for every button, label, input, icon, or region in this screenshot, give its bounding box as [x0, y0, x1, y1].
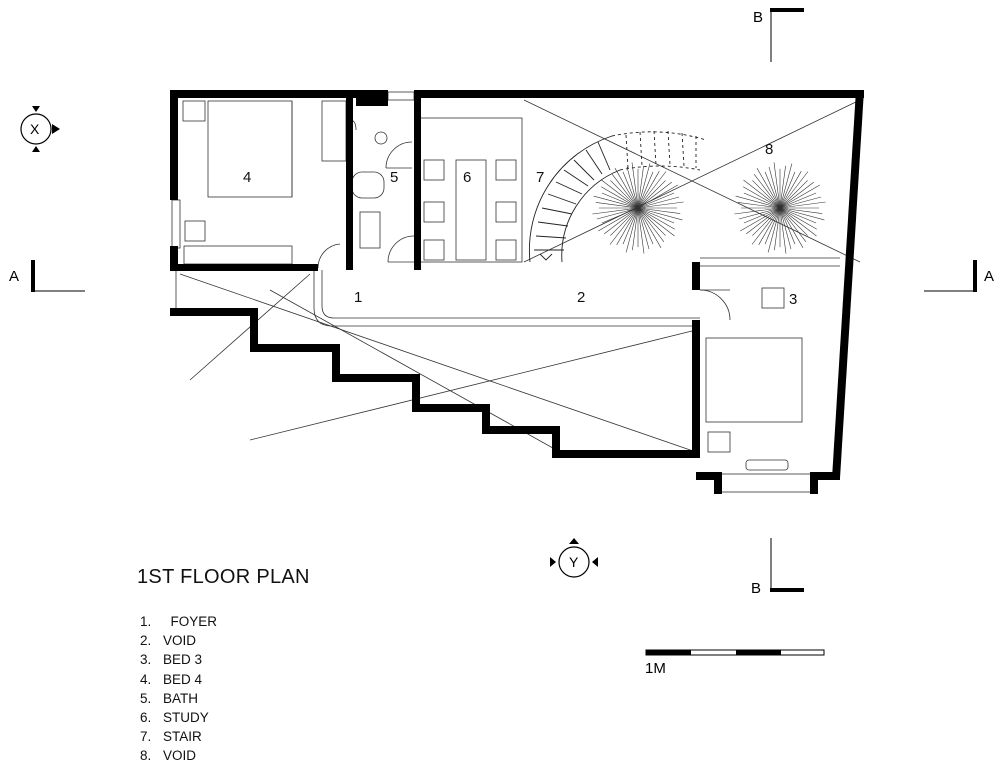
legend-item-label: BATH: [163, 690, 199, 706]
axis-marker-x: X: [20, 106, 60, 152]
legend-item-number: 4.: [140, 671, 152, 687]
legend-item: 8. VOID: [140, 746, 217, 765]
tree-icon: [734, 162, 826, 254]
section-marker-b-top: B: [753, 8, 804, 62]
room-number-study: 6: [463, 169, 471, 186]
legend-item-label: STAIR: [163, 729, 202, 745]
room-numbers: 4 5 6 7 8 1 2 3: [243, 141, 797, 308]
legend-item-label: VOID: [163, 633, 197, 649]
legend-item-number: 5.: [140, 690, 152, 706]
room-number-void-corridor: 2: [577, 289, 585, 306]
legend-item-label: VOID: [163, 748, 197, 764]
walls: [170, 90, 864, 494]
svg-text:Y: Y: [569, 554, 579, 570]
legend-item: 4. BED 4: [140, 670, 217, 689]
section-marker-a-left: A: [9, 260, 85, 292]
section-marker-b-bottom: B: [751, 538, 804, 597]
legend-item: 3. BED 3: [140, 650, 217, 669]
legend-item-label: BED 3: [163, 652, 203, 668]
axis-marker-y: Y: [550, 538, 598, 578]
legend-item: 5. BATH: [140, 689, 217, 708]
legend-item-number: 1.: [140, 614, 152, 629]
legend-item-number: 6.: [140, 710, 152, 726]
scale-label: 1M: [645, 660, 666, 677]
legend-item-number: 3.: [140, 652, 152, 668]
legend-item: 6. STUDY: [140, 708, 217, 727]
stair-drawing: [528, 130, 707, 263]
legend-item: 1. FOYER: [140, 612, 217, 631]
svg-text:B: B: [751, 580, 761, 597]
tree-icon: [592, 162, 684, 254]
room-legend: 1. FOYER 2. VOID 3. BED 3 4. BED 4 5. BATH 6. STUD…: [140, 612, 217, 766]
room-number-stair: 7: [536, 169, 544, 186]
svg-text:X: X: [30, 121, 40, 137]
room-number-void-garden: 8: [765, 141, 773, 158]
legend-item-number: 7.: [140, 729, 152, 745]
scale-bar: 1M: [645, 649, 825, 677]
room-number-bed3: 3: [789, 291, 797, 308]
legend-item: 7. STAIR: [140, 727, 217, 746]
plan-title: 1ST FLOOR PLAN: [137, 566, 310, 588]
room-number-bath: 5: [390, 169, 398, 186]
svg-text:A: A: [9, 268, 19, 285]
room-number-bed4: 4: [243, 169, 251, 186]
svg-text:A: A: [984, 268, 994, 285]
legend-item: 2. VOID: [140, 631, 217, 650]
legend-item-number: 8.: [140, 748, 152, 764]
room-number-foyer: 1: [354, 289, 362, 306]
fixture-lines: [171, 91, 861, 493]
legend-item-label: FOYER: [163, 614, 218, 629]
tree-symbols: [592, 162, 826, 254]
legend-item-label: STUDY: [163, 710, 209, 726]
svg-text:B: B: [753, 9, 763, 26]
legend-item-number: 2.: [140, 633, 152, 649]
legend-item-label: BED 4: [163, 671, 203, 687]
section-marker-a-right: A: [924, 260, 994, 292]
